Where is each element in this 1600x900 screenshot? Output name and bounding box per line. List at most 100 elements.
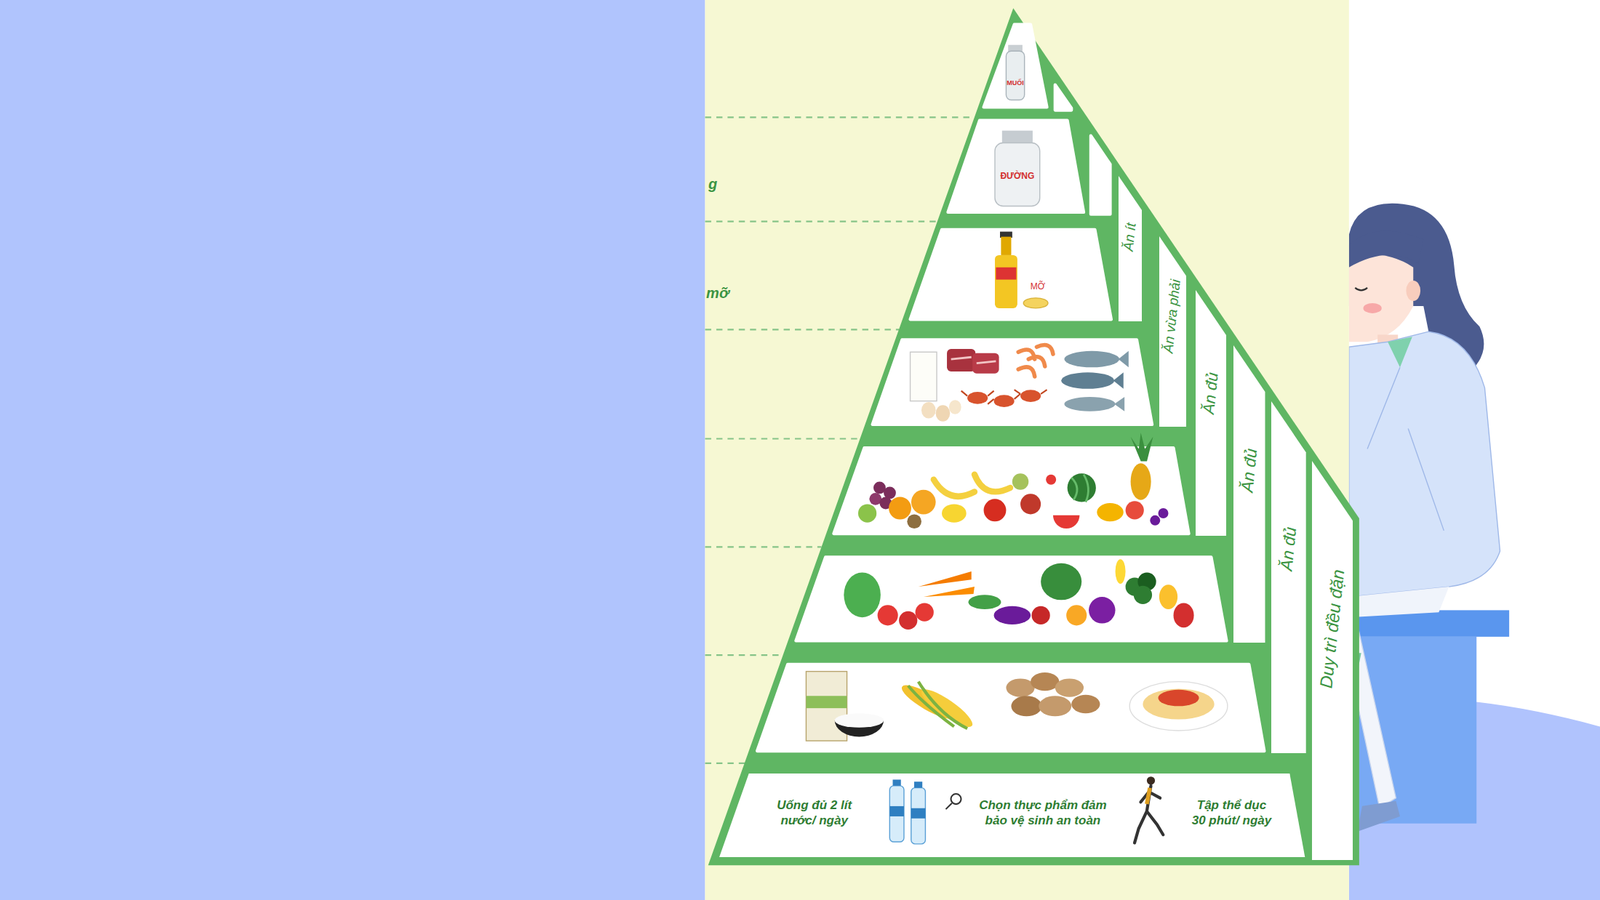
fruits-part	[1149, 515, 1160, 526]
container-label: ĐƯỜNG	[1000, 171, 1035, 182]
protein-foods-part	[951, 357, 997, 363]
base-icons	[889, 776, 1163, 845]
strip-face	[1312, 461, 1353, 861]
tier-side-strip: Ăn ít	[1118, 176, 1142, 322]
fruits-part	[1012, 473, 1029, 490]
dashed-guide-lines-part	[705, 762, 746, 765]
protein-foods-part	[949, 400, 962, 415]
vegetables-part	[968, 594, 1002, 610]
fruits-part	[888, 497, 912, 520]
tier-faces-part	[984, 24, 1048, 108]
grains-part	[1005, 678, 1035, 697]
vegetables-part	[898, 611, 918, 630]
tier-faces-part	[1055, 85, 1072, 111]
protein-foods-part	[967, 392, 988, 405]
doctor-figure-part	[1362, 303, 1382, 314]
vegetables	[843, 559, 1194, 630]
tier-side-strip: Ăn vừa phải	[1159, 236, 1187, 427]
pyramid-outline-part	[708, 8, 1360, 866]
vegetables-part	[915, 603, 934, 622]
salt-shaker	[1005, 45, 1024, 101]
strip-shape	[1233, 345, 1265, 643]
protein-foods-part	[1114, 397, 1125, 412]
doctor-figure-part	[1354, 288, 1368, 291]
tier-faces-part	[872, 339, 1152, 425]
protein-foods-part	[961, 389, 1048, 405]
dashed-guide-lines-part	[705, 328, 900, 331]
fruits-part	[858, 504, 877, 523]
salt-shaker-part	[1005, 50, 1024, 100]
habit-note: Chọn thực phẩm đảm bảo vệ sinh an toàn	[964, 798, 1121, 829]
fruits-part	[1067, 473, 1096, 502]
fruits-part	[911, 490, 936, 515]
strip-face	[1233, 345, 1265, 643]
oil-bottle-part	[994, 255, 1018, 309]
tier-faces-part	[795, 557, 1227, 641]
protein-foods-part	[1064, 397, 1115, 412]
tier-side-strip: Duy trì đều đặn	[1312, 461, 1353, 861]
strip-face	[1271, 401, 1307, 754]
protein-foods-part	[1118, 351, 1129, 368]
vegetables-part	[1066, 605, 1087, 626]
tier-side-strip: Ăn đủ	[1271, 401, 1307, 754]
vegetables-part	[994, 606, 1032, 625]
grains-part	[805, 696, 847, 709]
fruits-part	[1130, 432, 1154, 462]
grains-part	[1157, 690, 1199, 707]
fruits-part	[906, 514, 922, 529]
grains-part	[1129, 682, 1228, 731]
strip-face	[1195, 290, 1227, 536]
doctor-figure-part	[1367, 367, 1444, 531]
fruits-part	[933, 474, 1011, 497]
habit-note: Tập thể dục 30 phút/ ngày	[1180, 798, 1283, 829]
sugar-jar-part	[994, 143, 1040, 207]
vegetables-part	[843, 572, 881, 618]
vegetables-part	[918, 571, 972, 587]
sugar-jar	[994, 130, 1040, 207]
dashed-guide-lines-part	[705, 438, 861, 440]
grains-part	[1055, 678, 1084, 697]
fruits-part	[1020, 493, 1041, 515]
vegetables-part	[1133, 586, 1152, 605]
grains-part	[908, 682, 968, 730]
fruits-part	[1130, 463, 1152, 501]
oil-bottle	[994, 232, 1048, 309]
container-label: MỠ	[1030, 282, 1046, 292]
fruits	[858, 432, 1169, 529]
protein-foods-part	[994, 394, 1015, 408]
oil-bottle-part	[1000, 237, 1011, 256]
fruits-part	[1071, 474, 1088, 503]
strip-face	[1118, 176, 1142, 322]
fruits-part	[1045, 474, 1056, 486]
dashed-guide-lines-part	[705, 654, 784, 656]
strip-face	[1159, 236, 1187, 427]
fruits-part	[1096, 503, 1123, 522]
grains-part	[1142, 688, 1214, 720]
fruits-part	[984, 498, 1007, 522]
doctor-figure-part	[1349, 253, 1414, 342]
grains-part	[1030, 672, 1059, 691]
fruits-part	[1053, 515, 1080, 529]
oil-bottle-part	[1023, 298, 1048, 309]
doctor-figure	[1349, 203, 1501, 832]
strip-shape	[1271, 401, 1307, 754]
tier-side-strip: Ăn đủ	[1195, 290, 1227, 536]
oil-bottle-part	[995, 267, 1016, 280]
cut-side-label: g	[708, 176, 718, 192]
doctor-figure-part	[1357, 801, 1400, 832]
vegetables-part	[1115, 559, 1126, 584]
fruits-part	[1157, 508, 1168, 519]
protein-foods-part	[1018, 345, 1054, 377]
pyramid-outline	[708, 8, 1360, 866]
vegetables-part	[923, 586, 975, 598]
protein-foods-part	[1061, 372, 1115, 389]
vegetables-part	[877, 605, 899, 626]
protein-foods	[910, 345, 1129, 422]
doctor-figure-part	[1349, 331, 1501, 598]
tier-side-strip: Ăn đủ	[1233, 345, 1265, 643]
vegetables-part	[1031, 606, 1050, 625]
doctor-figure-part	[1349, 586, 1450, 618]
dashed-guide-lines-part	[705, 116, 974, 118]
protein-foods-part	[1113, 372, 1124, 389]
